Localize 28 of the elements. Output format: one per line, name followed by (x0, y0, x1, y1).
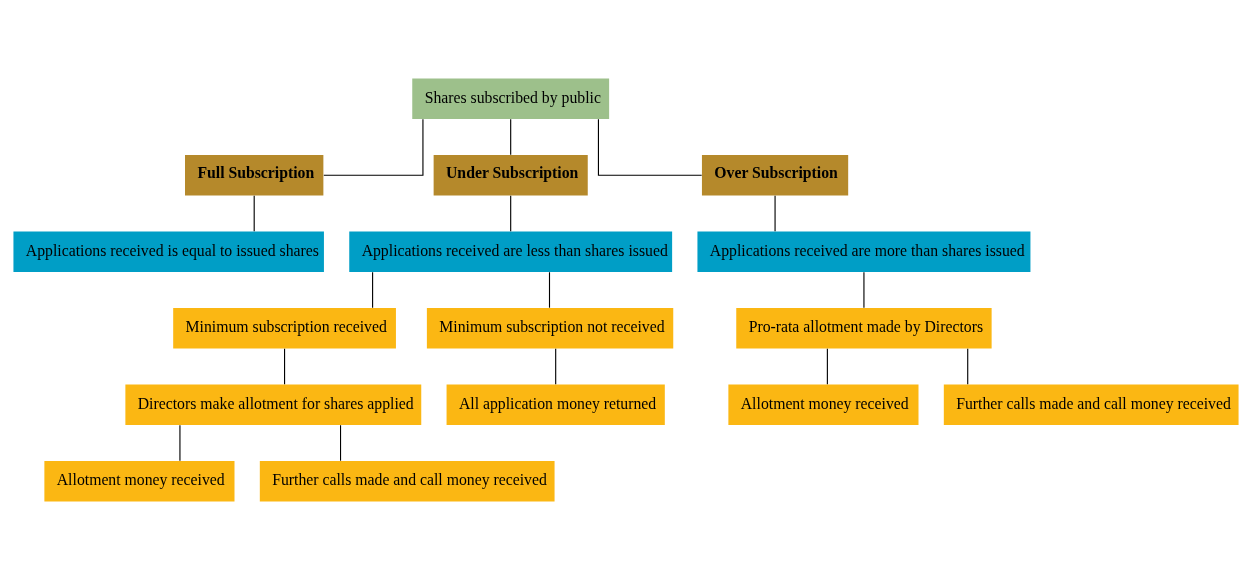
connector (339, 424, 342, 462)
connector (597, 118, 703, 176)
node-box: Further calls made and call money received (943, 384, 1239, 425)
connector (510, 118, 512, 156)
connector (323, 118, 424, 176)
node-box: Further calls made and call money received (259, 461, 555, 502)
node-box: Applications received are less than shares issued (349, 231, 673, 272)
node-box: Under Subscription (433, 155, 588, 196)
node-box: Applications received is equal to issued shares (13, 231, 324, 272)
node-box: Shares subscribed by public (412, 78, 610, 119)
node-box: Minimum subscription received (173, 308, 396, 349)
node-box: Pro-rata allotment made by Directors (736, 308, 992, 349)
connector (284, 348, 286, 385)
node-box: Directors make allotment for shares applied (125, 384, 422, 425)
connector (548, 271, 551, 309)
node-box: Allotment money received (728, 384, 919, 425)
connector (510, 195, 512, 232)
node-box: Full Subscription (185, 155, 324, 196)
connector (967, 348, 969, 385)
connector (372, 271, 374, 309)
connector (555, 348, 557, 385)
node-box: Allotment money received (44, 461, 235, 502)
connector (253, 195, 255, 232)
connector (826, 348, 828, 385)
node-box: Applications received are more than shares issued (697, 231, 1031, 272)
node-box: All application money returned (446, 384, 665, 425)
node-box: Over Subscription (701, 155, 849, 196)
node-box: Minimum subscription not received (426, 308, 674, 349)
